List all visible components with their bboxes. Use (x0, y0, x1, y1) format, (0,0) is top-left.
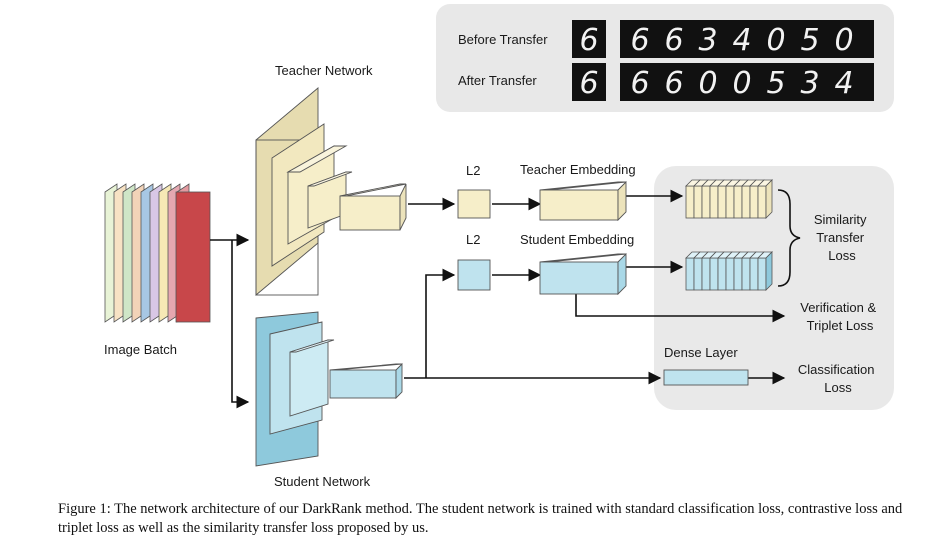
before-query-tile (572, 20, 606, 58)
dense-layer-label: Dense Layer (664, 345, 738, 360)
after-ranking-digit: 6 (630, 66, 649, 101)
student-rank-slice (749, 257, 759, 291)
student-rank-slice (685, 257, 695, 291)
student-rank-slice (757, 257, 767, 291)
verification-loss-line: Triplet Loss (807, 318, 874, 333)
verification-loss-label: Verification & Triplet Loss (800, 300, 880, 333)
before-transfer-label: Before Transfer (458, 32, 548, 47)
classification-loss-label: Classification Loss (798, 362, 878, 395)
after-ranking-digit: 5 (766, 66, 785, 101)
student-rank-slice (741, 257, 751, 291)
connection-lines (210, 189, 786, 409)
teacher-rank-slice (693, 185, 703, 219)
student-rank-slice (709, 257, 719, 291)
student-rank-slice (725, 257, 735, 291)
teacher-network (255, 87, 407, 296)
student-rank-slice (717, 257, 727, 291)
teacher-rank-slice (709, 185, 719, 219)
before-ranking-digit: 0 (766, 23, 785, 58)
after-query-digit: 6 (579, 66, 598, 101)
student-network (255, 311, 403, 467)
similarity-loss-line: Loss (828, 248, 856, 263)
teacher-rank-slice (685, 185, 695, 219)
before-query-digit: 6 (579, 23, 598, 58)
teacher-embedding-block (539, 180, 627, 222)
student-embedding-label: Student Embedding (520, 232, 634, 247)
teacher-l2-label: L2 (466, 163, 480, 178)
teacher-rank-slice-side (765, 179, 773, 219)
teacher-ranked-list (685, 179, 773, 219)
before-ranking-digit: 6 (664, 23, 683, 58)
after-ranking-digit: 6 (664, 66, 683, 101)
student-rank-slice (733, 257, 743, 291)
classification-loss-line: Classification (798, 362, 875, 377)
before-ranking-strip (620, 20, 874, 58)
after-ranking-digit: 0 (698, 66, 717, 101)
figure-caption: Figure 1: The network architecture of ou… (58, 501, 903, 536)
before-ranking-digit: 4 (732, 23, 751, 58)
after-ranking-digit: 0 (732, 66, 751, 101)
after-transfer-label: After Transfer (458, 73, 537, 88)
student-l2-block (457, 259, 491, 291)
similarity-brace (777, 189, 801, 287)
image-batch-label: Image Batch (104, 342, 177, 357)
teacher-rank-slice (725, 185, 735, 219)
before-ranking-digit: 5 (800, 23, 819, 58)
teacher-rank-slice (741, 185, 751, 219)
after-ranking-digit: 4 (834, 66, 853, 101)
student-ranked-list (685, 251, 773, 291)
before-ranking-digit: 0 (834, 23, 853, 58)
teacher-rank-slice (717, 185, 727, 219)
student-rank-slice (701, 257, 711, 291)
before-ranking-digit: 6 (630, 23, 649, 58)
student-l2-label: L2 (466, 232, 480, 247)
teacher-rank-slice (733, 185, 743, 219)
student-rank-slice-side (765, 251, 773, 291)
student-rank-slice (693, 257, 703, 291)
verification-loss-line: Verification & (800, 300, 876, 315)
after-ranking-digit: 3 (800, 66, 819, 101)
student-embedding-block (539, 252, 627, 296)
teacher-l2-block (457, 189, 491, 219)
image-batch (104, 183, 211, 323)
student-network-label: Student Network (274, 474, 371, 489)
teacher-rank-slice (749, 185, 759, 219)
similarity-loss-label: Similarity Transfer Loss (814, 212, 870, 263)
teacher-embedding-label: Teacher Embedding (520, 162, 636, 177)
teacher-network-label: Teacher Network (275, 63, 373, 78)
before-ranking-digit: 3 (698, 23, 717, 58)
teacher-rank-slice (701, 185, 711, 219)
after-query-tile (572, 63, 606, 101)
classification-loss-line: Loss (824, 380, 852, 395)
similarity-loss-line: Similarity (814, 212, 867, 227)
loss-panel (654, 166, 894, 410)
dense-layer-block (663, 369, 749, 386)
after-ranking-strip (620, 63, 874, 101)
similarity-loss-line: Transfer (816, 230, 865, 245)
teacher-rank-slice (757, 185, 767, 219)
